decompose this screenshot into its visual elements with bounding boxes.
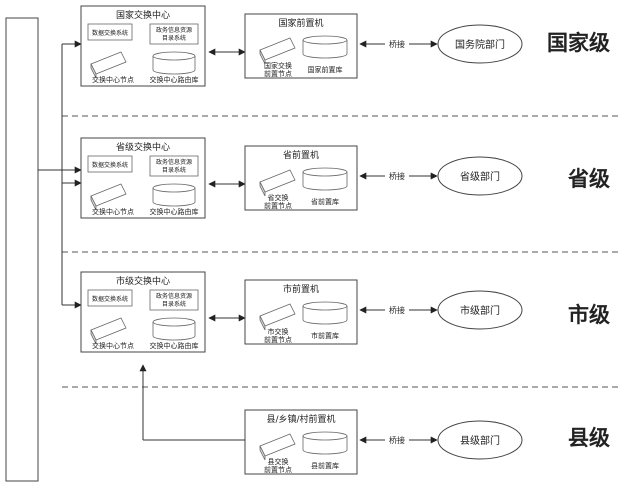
frontend-node-icon-side [259, 181, 266, 197]
routing-db-label: 交换中心路由库 [150, 341, 199, 350]
exchange-node-label: 交换中心节点 [92, 207, 134, 216]
exchange-node-label: 交换中心节点 [92, 75, 134, 84]
bridge-label: 桥接 [389, 305, 405, 315]
frontend-db-label: 县前置库 [311, 461, 339, 470]
exchange-node-icon-side [90, 195, 97, 211]
bridge-label: 桥接 [389, 171, 405, 181]
exchange-center-title: 市级交换中心 [116, 275, 170, 287]
network-bar [5, 17, 39, 482]
frontend-node-label: 县交换 [268, 457, 289, 466]
exchange-center-title: 省级交换中心 [116, 141, 170, 153]
frontend-node-label: 市交换 [268, 327, 289, 336]
exchange-center-title: 国家交换中心 [116, 9, 170, 21]
frontend-db-label: 国家前置库 [308, 65, 343, 74]
data-exchange-system-box [87, 23, 133, 41]
frontend-node-icon-side [259, 315, 266, 331]
level-label: 市级 [568, 303, 610, 327]
catalog-system-box [149, 23, 199, 45]
frontend-title: 省前置机 [283, 149, 319, 161]
frontend-node-label: 国家交换 [264, 61, 292, 70]
department-oval [437, 290, 523, 330]
catalog-system-label: 目录系统 [162, 34, 186, 42]
frontend-node-label: 前置节点 [264, 335, 292, 344]
data-exchange-system-box [87, 155, 133, 173]
frontend-node-label: 前置节点 [264, 201, 292, 210]
frontend-db-label: 省前置库 [311, 197, 339, 206]
catalog-system-label: 目录系统 [162, 166, 186, 174]
department-label: 国务院部门 [455, 38, 505, 51]
catalog-system-box [149, 289, 199, 311]
catalog-system-label: 目录系统 [162, 300, 186, 308]
department-label: 省级部门 [460, 170, 500, 183]
routing-db-icon-body [152, 322, 196, 341]
routing-db-label: 交换中心路由库 [150, 207, 199, 216]
catalog-system-box [149, 155, 199, 177]
frontend-node-label: 前置节点 [264, 465, 292, 474]
level-label: 省级 [567, 167, 610, 191]
exchange-node-icon-side [90, 63, 97, 79]
frontend-title: 市前置机 [283, 283, 319, 295]
department-oval [437, 420, 523, 460]
exchange-node-icon-side [90, 329, 97, 345]
exchange-node-label: 交换中心节点 [92, 341, 134, 350]
data-exchange-system-box [87, 289, 133, 307]
routing-db-icon-body [152, 188, 196, 207]
frontend-title: 国家前置机 [278, 17, 323, 29]
department-label: 市级部门 [460, 304, 500, 317]
frontend-db-label: 市前置库 [311, 331, 339, 340]
catalog-system-label: 政务信息资源 [156, 292, 192, 300]
frontend-db-icon-top [302, 301, 348, 311]
routing-db-icon-top [152, 317, 196, 327]
frontend-node-label: 省交换 [268, 193, 289, 202]
frontend-db-icon-body [302, 40, 348, 59]
frontend-node-label: 前置节点 [264, 69, 292, 78]
frontend-title: 县/乡镇/村前置机 [266, 413, 335, 425]
catalog-system-label: 政务信息资源 [156, 158, 192, 166]
routing-db-icon-top [152, 51, 196, 61]
routing-db-label: 交换中心路由库 [150, 75, 199, 84]
department-label: 县级部门 [460, 434, 500, 447]
level-label: 国家级 [547, 31, 610, 55]
data-exchange-system-label: 数据交换系统 [92, 29, 128, 37]
level-label: 县级 [568, 426, 610, 450]
bridge-label: 桥接 [389, 435, 405, 445]
frontend-db-icon-body [302, 436, 348, 455]
department-oval [437, 156, 523, 196]
frontend-db-icon-body [302, 306, 348, 325]
data-exchange-system-label: 数据交换系统 [92, 295, 128, 303]
bridge-label: 桥接 [389, 39, 405, 49]
frontend-node-icon-side [259, 445, 266, 461]
routing-db-icon-top [152, 183, 196, 193]
department-oval [437, 24, 523, 64]
frontend-db-icon-top [302, 167, 348, 177]
routing-db-icon-body [152, 56, 196, 75]
catalog-system-label: 政务信息资源 [156, 26, 192, 34]
frontend-db-icon-top [302, 35, 348, 45]
frontend-db-icon-top [302, 431, 348, 441]
data-exchange-system-label: 数据交换系统 [92, 161, 128, 169]
frontend-node-icon-side [259, 49, 266, 65]
frontend-db-icon-body [302, 172, 348, 191]
